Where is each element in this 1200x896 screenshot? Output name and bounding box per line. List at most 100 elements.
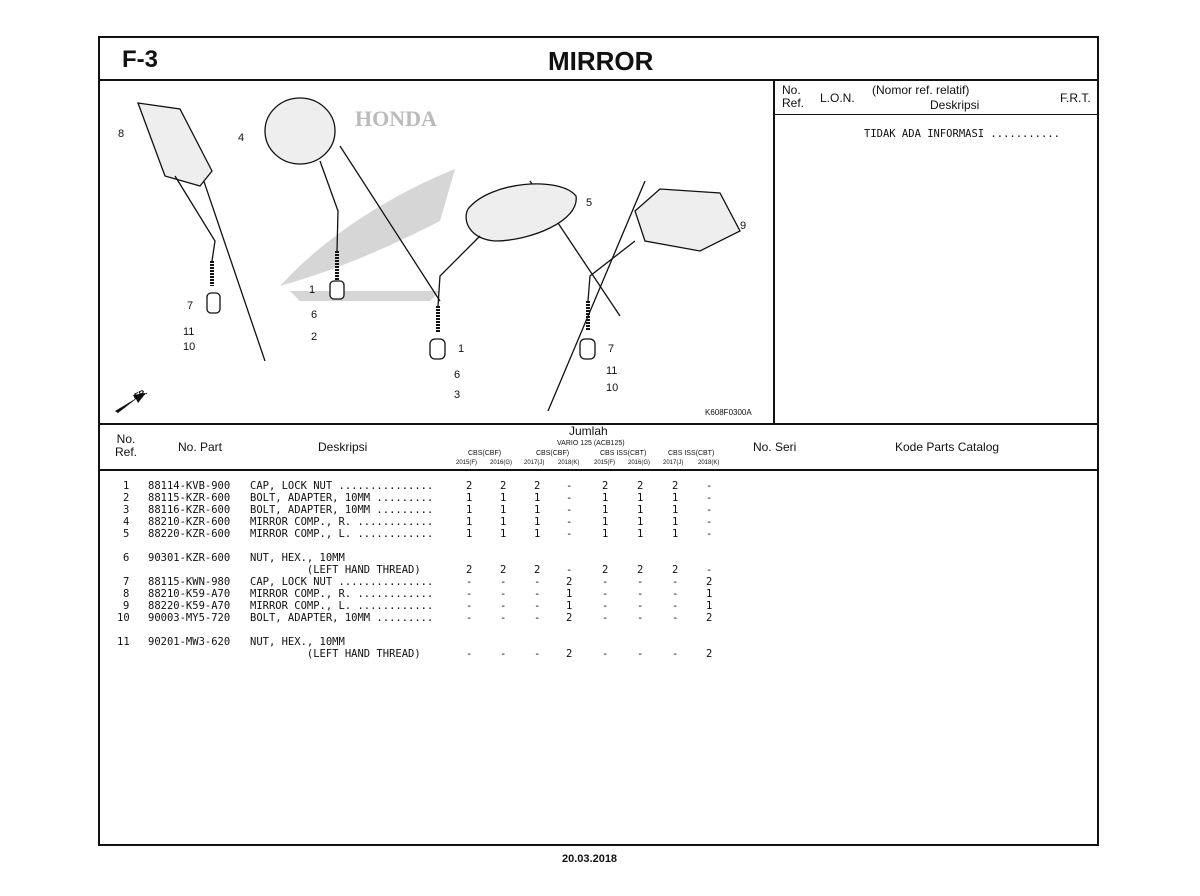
- quantity: 2: [566, 612, 573, 624]
- quantity: -: [602, 612, 609, 624]
- quantity: 1: [637, 492, 644, 504]
- quantity: 2: [602, 564, 609, 576]
- ref-number: 6: [123, 552, 130, 564]
- page-frame: [98, 36, 1099, 846]
- quantity: -: [534, 576, 541, 588]
- quantity: 1: [566, 588, 573, 600]
- quantity: -: [566, 516, 573, 528]
- quantity: 1: [566, 600, 573, 612]
- quantity: -: [637, 600, 644, 612]
- honda-watermark-text: HONDA: [355, 106, 437, 131]
- col-no-ref-line1: No.: [116, 432, 136, 446]
- part-description: MIRROR COMP., R. ............: [250, 588, 434, 600]
- part-number: 90201-MW3-620: [148, 636, 231, 648]
- col-jumlah: Jumlah: [569, 424, 608, 438]
- part-number: 88220-KZR-600: [148, 528, 231, 540]
- col-no-part: No. Part: [178, 440, 223, 454]
- quantity: -: [672, 612, 679, 624]
- right-frt: F.R.T.: [1060, 91, 1091, 105]
- part-description: BOLT, ADAPTER, 10MM .........: [250, 612, 434, 624]
- quantity: 1: [602, 528, 609, 540]
- part-description: MIRROR COMP., R. ............: [250, 516, 434, 528]
- quantity: -: [466, 576, 473, 588]
- callout: 11: [183, 326, 195, 338]
- quantity: -: [706, 528, 713, 540]
- quantity: -: [500, 588, 507, 600]
- ref-number: 11: [117, 636, 130, 648]
- quantity: -: [466, 588, 473, 600]
- section-code: F-3: [122, 46, 158, 73]
- part-number: 88115-KZR-600: [148, 492, 231, 504]
- right-desc-bottom: Deskripsi: [930, 98, 980, 112]
- callout: 4: [238, 132, 245, 144]
- year-header: 2018(K): [698, 460, 720, 466]
- quantity: 1: [672, 528, 679, 540]
- part-description: BOLT, ADAPTER, 10MM .........: [250, 492, 434, 504]
- quantity: -: [706, 480, 713, 492]
- ref-number: 9: [123, 600, 130, 612]
- quantity: -: [706, 516, 713, 528]
- quantity: 1: [706, 588, 713, 600]
- quantity: 2: [706, 576, 713, 588]
- quantity: 1: [534, 492, 541, 504]
- quantity: -: [637, 612, 644, 624]
- quantity: -: [466, 648, 473, 660]
- callout: 7: [187, 300, 194, 312]
- quantity: -: [672, 600, 679, 612]
- quantity: 1: [466, 492, 473, 504]
- callout: 1: [309, 284, 316, 296]
- quantity: -: [466, 600, 473, 612]
- quantity: -: [672, 648, 679, 660]
- callout: 11: [606, 365, 618, 377]
- divider: [98, 79, 1099, 81]
- quantity: -: [706, 504, 713, 516]
- ref-number: 5: [123, 528, 130, 540]
- col-kode-parts: Kode Parts Catalog: [895, 440, 1000, 454]
- quantity: -: [637, 576, 644, 588]
- quantity: 2: [534, 564, 541, 576]
- quantity: 1: [466, 504, 473, 516]
- part-number: 88115-KWN-980: [148, 576, 231, 588]
- quantity: 1: [637, 528, 644, 540]
- quantity: -: [672, 576, 679, 588]
- quantity: -: [706, 564, 713, 576]
- group-header: CBS ISS(CBT): [668, 450, 715, 457]
- group-header: CBS(CBF): [468, 450, 502, 457]
- part-description: CAP, LOCK NUT ...............: [250, 576, 434, 588]
- quantity: 2: [672, 564, 679, 576]
- quantity: 1: [534, 516, 541, 528]
- group-header: CBS ISS(CBT): [600, 450, 647, 457]
- quantity: 1: [466, 516, 473, 528]
- year-header: 2016(G): [628, 460, 651, 466]
- quantity: -: [534, 588, 541, 600]
- ref-number: 2: [123, 492, 130, 504]
- part-description: NUT, HEX., 10MM: [250, 636, 345, 648]
- ref-number: 10: [117, 612, 130, 624]
- right-desc-top: (Nomor ref. relatif): [872, 83, 970, 97]
- exploded-diagram: HONDA FR.: [115, 97, 741, 413]
- quantity: 2: [706, 612, 713, 624]
- quantity: 1: [534, 504, 541, 516]
- quantity: -: [602, 576, 609, 588]
- quantity: 2: [672, 480, 679, 492]
- part-description: MIRROR COMP., L. ............: [250, 528, 434, 540]
- quantity: 1: [602, 504, 609, 516]
- quantity: 2: [566, 576, 573, 588]
- year-header: 2017(J): [663, 460, 684, 466]
- year-header: 2016(G): [490, 460, 513, 466]
- quantity: -: [566, 564, 573, 576]
- quantity: -: [534, 612, 541, 624]
- ref-number: 7: [123, 576, 130, 588]
- right-lon: L.O.N.: [820, 91, 855, 105]
- quantity: -: [637, 588, 644, 600]
- quantity: -: [466, 612, 473, 624]
- callout: 7: [608, 343, 615, 355]
- callout: 5: [586, 197, 593, 209]
- callout: 10: [606, 382, 619, 394]
- part-number: 90003-MY5-720: [148, 612, 231, 624]
- quantity: 1: [500, 504, 507, 516]
- quantity: 1: [500, 516, 507, 528]
- quantity: 1: [637, 504, 644, 516]
- model-label: VARIO 125 (ACB125): [557, 440, 625, 447]
- quantity: 2: [500, 564, 507, 576]
